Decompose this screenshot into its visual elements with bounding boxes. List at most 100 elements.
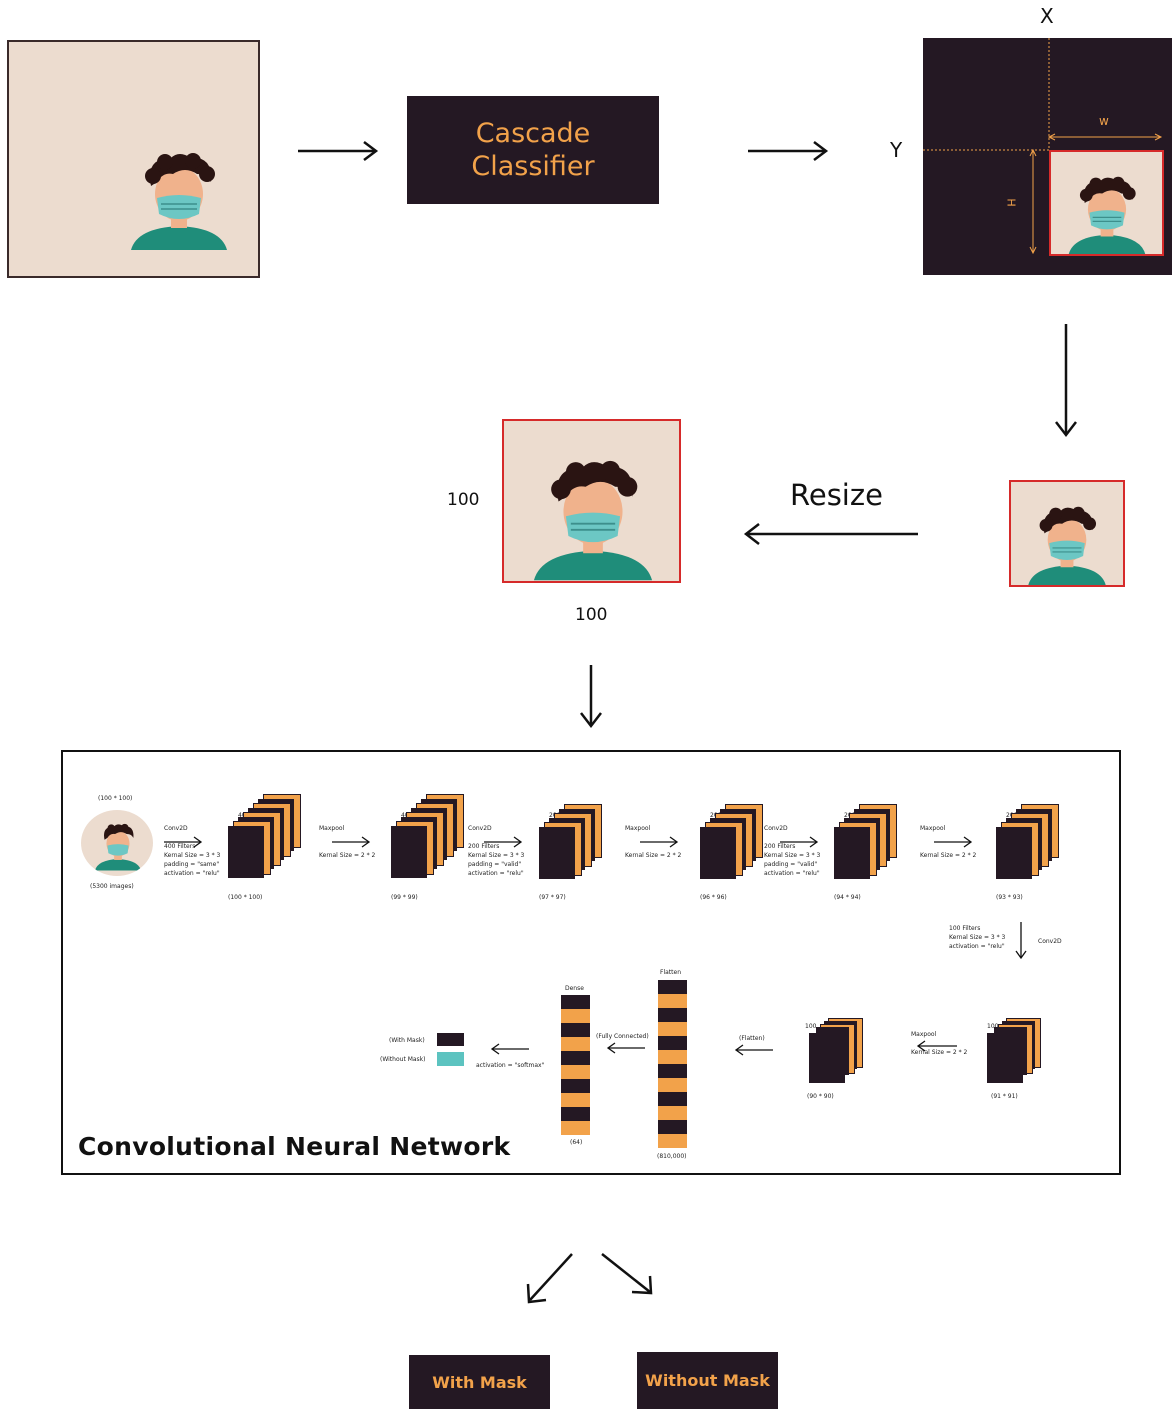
- dim-h-label: H: [1004, 198, 1018, 207]
- down-step-op: Conv2D: [1038, 938, 1062, 945]
- feature-map-layer: [391, 825, 427, 878]
- feature-stack-b: [809, 1018, 869, 1088]
- masked-person-illustration: [1028, 506, 1106, 585]
- input-size-label: (100 * 100): [98, 795, 133, 802]
- arrow-right-icon: [780, 836, 819, 848]
- flatten-size-label: (810,000): [657, 1153, 687, 1160]
- neuron-band: [658, 1036, 687, 1050]
- layer-size-label: (99 * 99): [391, 894, 418, 901]
- neuron-band: [658, 1078, 687, 1092]
- layer-op-label: Maxpool Kernal Size = 2 * 2: [319, 825, 376, 859]
- neuron-band: [561, 995, 590, 1009]
- arrow-down-icon: [1055, 324, 1077, 438]
- resized-face-large: [502, 419, 681, 583]
- masked-person-illustration: [1068, 176, 1146, 254]
- masked-person-illustration: [94, 823, 142, 871]
- dim-w-label: w: [1099, 114, 1109, 128]
- neuron-band: [561, 1107, 590, 1121]
- neuron-band: [561, 1093, 590, 1107]
- feature-stack: [391, 794, 486, 889]
- neuron-band: [658, 1134, 687, 1148]
- classifier-label-line1: Cascade: [475, 118, 591, 149]
- feature-map-layer: [700, 826, 736, 879]
- with-mask-output-box: With Mask: [409, 1355, 550, 1409]
- flatten-label: Flatten: [660, 969, 681, 976]
- classifier-label-line2: Classifier: [471, 151, 595, 182]
- arrow-left-icon: [490, 1043, 529, 1055]
- arrow-right-icon: [298, 141, 379, 161]
- arrow-right-icon: [748, 141, 829, 161]
- neuron-band: [658, 980, 687, 994]
- input-count-label: (5300 images): [90, 883, 134, 890]
- layer-size-label: (93 * 93): [996, 894, 1023, 901]
- block-b-size: (90 * 90): [807, 1093, 834, 1100]
- resized-width-label: 100: [575, 605, 608, 625]
- dense-column: [561, 995, 590, 1135]
- arrow-right-icon: [484, 836, 523, 848]
- neuron-band: [561, 1065, 590, 1079]
- feature-stack: [834, 804, 929, 899]
- neuron-band: [658, 1120, 687, 1134]
- neuron-band: [561, 1079, 590, 1093]
- dense-label: Dense: [565, 985, 584, 992]
- cnn-panel: (100 * 100) (5300 images) 100 Filters Ke…: [61, 750, 1121, 1175]
- feature-stack-a: [987, 1018, 1047, 1088]
- resize-label: Resize: [790, 478, 883, 512]
- resized-height-label: 100: [447, 490, 480, 510]
- neuron-band: [658, 994, 687, 1008]
- axis-x-label: X: [1040, 4, 1054, 28]
- feature-stack: [996, 804, 1091, 899]
- neuron-band: [658, 1022, 687, 1036]
- neuron-band: [561, 1051, 590, 1065]
- feature-map-layer: [539, 826, 575, 879]
- masked-person-illustration: [131, 153, 227, 250]
- feature-stack: [700, 804, 795, 899]
- input-image-frame: [7, 40, 260, 278]
- detected-face-box: [1049, 150, 1164, 256]
- layer-size-label: (97 * 97): [539, 894, 566, 901]
- layer-size-label: (94 * 94): [834, 894, 861, 901]
- cropped-face-small: [1009, 480, 1125, 587]
- neuron-band: [561, 1023, 590, 1037]
- masked-person-illustration: [533, 460, 653, 581]
- layer-op-label: Conv2D 200 Filters Kernal Size = 3 * 3 p…: [764, 825, 821, 877]
- arrow-right-icon: [934, 836, 973, 848]
- axis-y-label: Y: [890, 138, 903, 162]
- arrow-left-icon: [734, 1044, 773, 1056]
- block-b-depth: 100: [805, 1023, 817, 1030]
- arrow-left-icon: [606, 1042, 645, 1054]
- neuron-band: [658, 1050, 687, 1064]
- without-mask-output-box: Without Mask: [637, 1352, 778, 1409]
- feature-stack: [539, 804, 634, 899]
- block-a-size: (91 * 91): [991, 1093, 1018, 1100]
- arrow-down-left-icon: [526, 1253, 573, 1304]
- output-with-mask-label: (With Mask): [389, 1037, 425, 1044]
- with-mask-output-label: With Mask: [432, 1372, 527, 1392]
- dense-size-label: (64): [570, 1139, 583, 1146]
- neuron-band: [561, 1009, 590, 1023]
- neuron-band: [658, 1092, 687, 1106]
- arrow-down-icon: [1015, 922, 1027, 960]
- cnn-title: Convolutional Neural Network: [78, 1132, 511, 1161]
- arrow-down-right-icon: [601, 1253, 653, 1295]
- softmax-label: activation = "softmax": [476, 1062, 545, 1069]
- output-with-mask-swatch: [437, 1033, 464, 1046]
- neuron-band: [561, 1037, 590, 1051]
- arrow-right-icon: [332, 836, 371, 848]
- arrow-left-icon: [743, 523, 918, 545]
- feature-stack: [228, 794, 323, 889]
- flatten-column: [658, 980, 687, 1148]
- layer-op-label: Maxpool Kernal Size = 2 * 2: [920, 825, 977, 859]
- layer-size-label: (96 * 96): [700, 894, 727, 901]
- feature-map-layer: [996, 826, 1032, 879]
- flatten-op-label: (Flatten): [739, 1035, 765, 1042]
- output-without-mask-swatch: [437, 1052, 464, 1066]
- arrow-right-icon: [640, 836, 679, 848]
- neuron-band: [658, 1008, 687, 1022]
- detection-frame: w H: [923, 38, 1172, 275]
- layer-size-label: (100 * 100): [228, 894, 263, 901]
- layer-op-label: Maxpool Kernal Size = 2 * 2: [625, 825, 682, 859]
- down-step-params: 100 Filters Kernal Size = 3 * 3 activati…: [949, 925, 1006, 950]
- layer-op-label: Conv2D 200 Filters Kernal Size = 3 * 3 p…: [468, 825, 525, 877]
- fc-op-label: (Fully Connected): [596, 1033, 649, 1040]
